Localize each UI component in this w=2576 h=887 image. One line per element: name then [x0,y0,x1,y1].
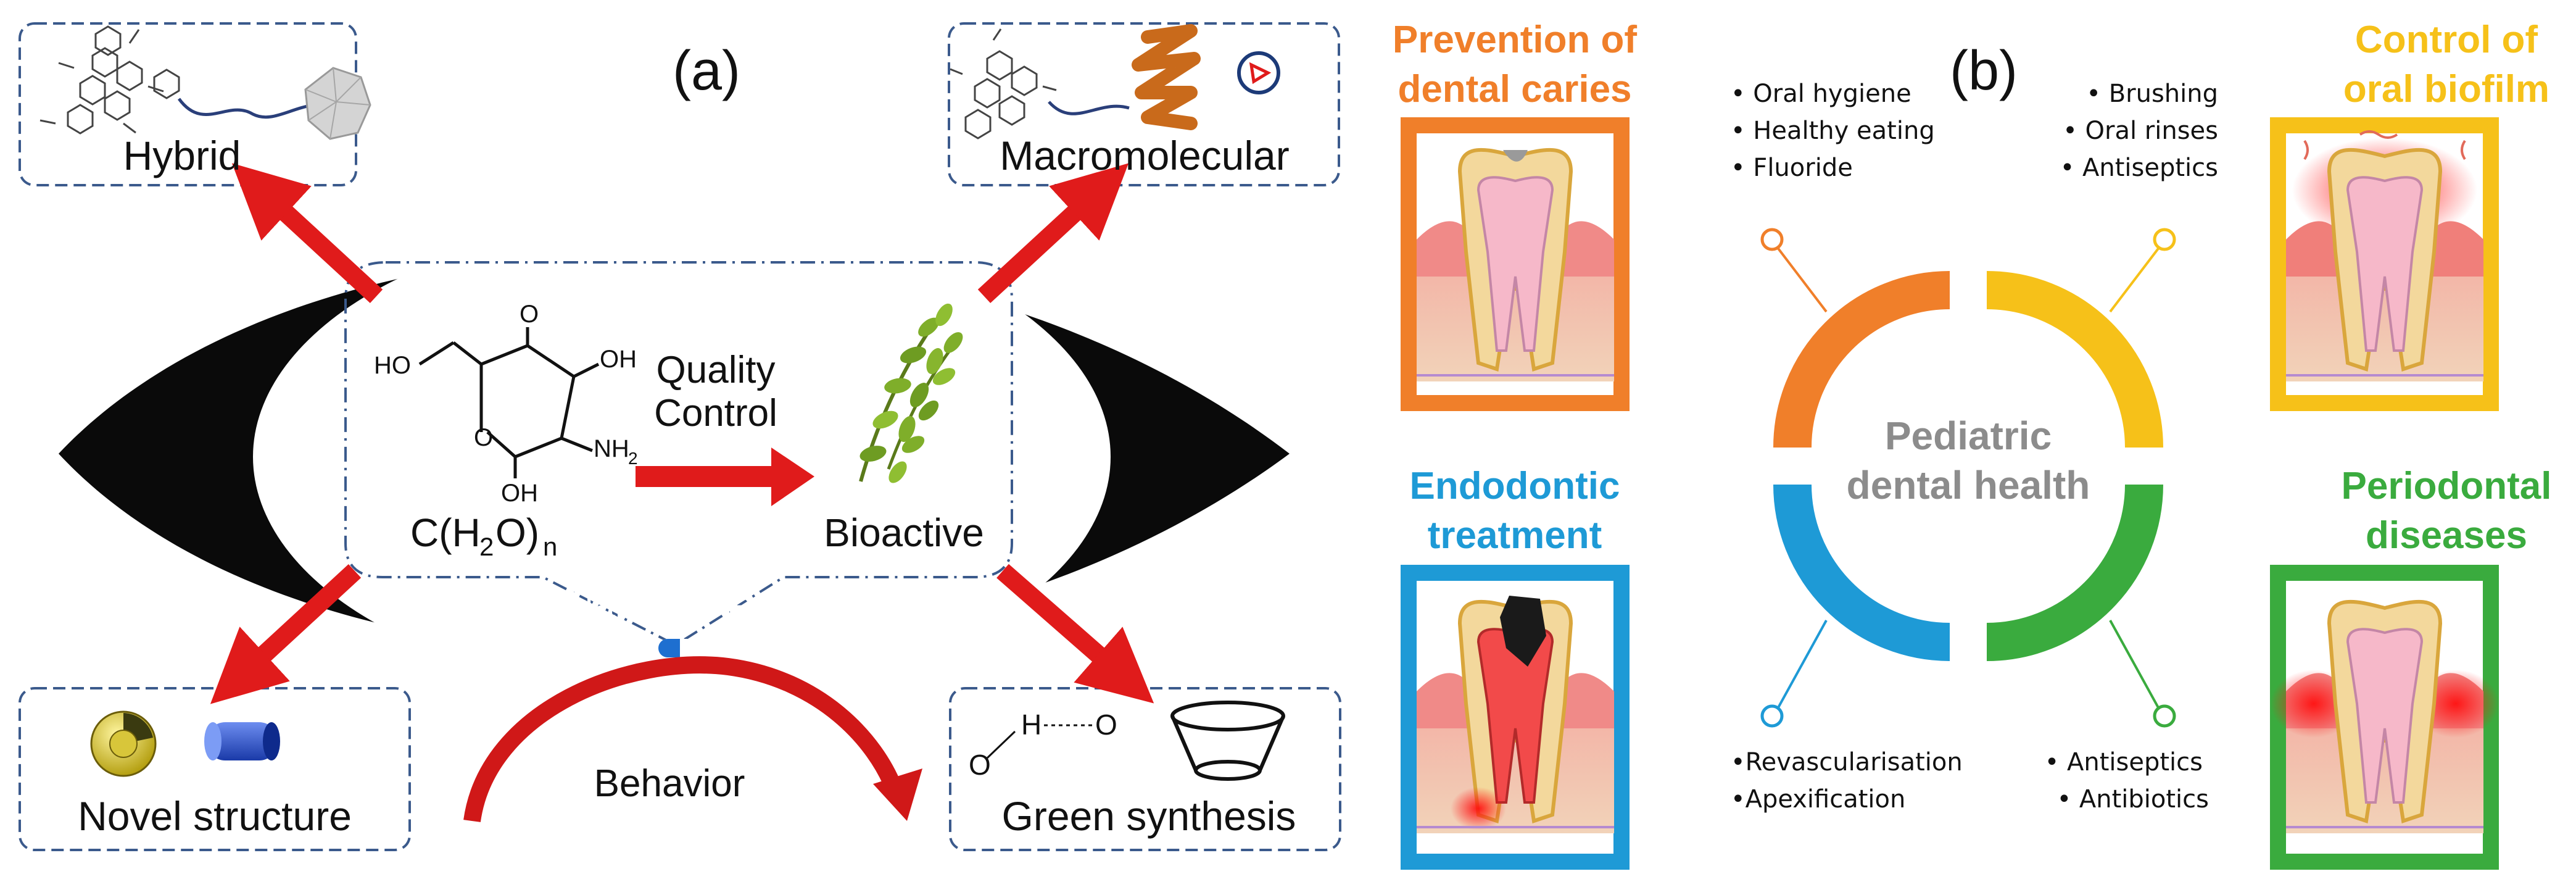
vesicle-icon [1237,51,1280,94]
arrow-to-novel-structure [210,564,362,704]
nanocarrier-capsule-icon [658,639,697,657]
control-label: Control [654,392,777,435]
biofilm-bullets: • Brushing • Oral rinses • Antiseptics [2060,80,2218,182]
hybrid-glycan-icon [39,25,180,135]
svg-text:n: n [543,532,557,561]
list-item: • Fluoride [1731,154,1853,182]
quality-label: Quality [656,349,776,391]
macromolecular-box [948,22,1340,186]
connector-orange [1760,228,1828,313]
periodontal-title-line1: Periodontal [2341,465,2551,507]
arrow-to-hybrid [231,163,383,304]
tooth-caries-illustration [1417,148,1614,381]
macromolecular-linker-chain [1048,101,1130,115]
panel-b-label: (b) [1950,40,2018,102]
list-item: • Antiseptics [2045,748,2203,777]
green-synthesis-box [949,687,1341,851]
list-item: • Antibiotics [2057,785,2209,814]
bioactive-label: Bioactive [824,510,984,555]
periodontal-bullets: • Antiseptics • Antibiotics [2045,748,2209,814]
hydrogen-bond-icon: H O O [969,709,1117,781]
endodontic-title-line2: treatment [1428,514,1602,557]
list-item: • Brushing [2086,80,2218,108]
ring-arc-green [1986,484,2163,661]
list-item: •Revascularisation [1731,748,1963,777]
panel-a: (a) Hybrid [19,22,1341,851]
svg-text:OH: OH [600,346,637,373]
connector-blue [1760,620,1828,728]
eye-white [253,219,1111,694]
bioactive-plant-icon [859,303,963,483]
svg-text:NH: NH [594,435,629,462]
cyclodextrin-cone-icon [1170,701,1285,781]
green-synthesis-label: Green synthesis [1002,793,1296,839]
caries-bullets: • Oral hygiene • Healthy eating • Fluori… [1731,80,1935,182]
endodontic-bullets: •Revascularisation •Apexification [1731,748,1963,814]
list-item: •Apexification [1731,785,1905,814]
arrow-to-green-synthesis [996,564,1154,704]
macromolecular-glycan-icon [950,28,1057,140]
hybrid-linker-chain [177,98,315,119]
biofilm-title-line2: oral biofilm [2343,68,2549,110]
tooth-periodontal-illustration [2271,599,2499,833]
tooth-endodontic-illustration [1417,596,1614,833]
liposome-icon [90,710,157,777]
svg-text:2: 2 [479,532,494,561]
biofilm-title-line1: Control of [2355,19,2538,61]
protein-coil-icon [1132,24,1201,130]
svg-text:O: O [474,424,493,451]
general-formula: C(H 2 O) n [410,510,557,561]
nanocarriers-label: Nanocarriers [566,583,785,626]
svg-text:H: H [1021,709,1042,741]
novel-structure-box [19,687,411,851]
nanotube-icon [204,722,280,760]
svg-text:C(H: C(H [410,510,481,555]
periodontal-title-line2: diseases [2366,514,2527,557]
tooth-biofilm-illustration [2286,130,2483,381]
panel-b: (b) Prevention of dental caries Control … [1393,19,2552,870]
macromolecular-label: Macromolecular [1000,133,1289,178]
hybrid-label: Hybrid [123,133,241,178]
svg-text:O: O [520,301,539,328]
list-item: • Antiseptics [2060,154,2218,182]
svg-text:2: 2 [628,449,638,468]
svg-text:O: O [969,749,991,781]
svg-text:O): O) [495,510,539,555]
caries-title-line1: Prevention of [1393,19,1638,61]
arrow-to-macromolecular [977,163,1129,304]
ring-arc-orange [1773,271,1950,448]
caries-title-line2: dental caries [1398,68,1631,110]
svg-text:HO: HO [374,352,411,379]
list-item: • Oral hygiene [1731,80,1911,108]
ring-arc-yellow [1986,271,2163,448]
quality-control-arrow [636,448,814,506]
connector-green [2109,620,2176,728]
glucosamine-labels: O OH HO O NH 2 OH [374,301,638,507]
center-label-line1: Pediatric [1885,414,2052,458]
svg-text:O: O [1095,709,1117,741]
behavior-curved-arrow [463,656,903,823]
behavior-arrowhead [873,768,922,821]
connector-yellow [2109,228,2176,313]
endodontic-title-line1: Endodontic [1410,465,1620,507]
list-item: • Healthy eating [1731,117,1935,145]
center-label-line2: dental health [1847,463,2090,507]
central-ring [1773,271,2163,661]
glucosamine-structure [418,327,600,478]
behavior-label: Behavior [594,762,745,805]
novel-structure-label: Novel structure [78,793,352,839]
nanoparticle-polyhedron-icon [304,67,371,140]
panel-a-label: (a) [673,40,740,102]
svg-text:OH: OH [501,480,538,507]
ring-arc-blue [1773,484,1950,661]
list-item: • Oral rinses [2063,117,2218,145]
